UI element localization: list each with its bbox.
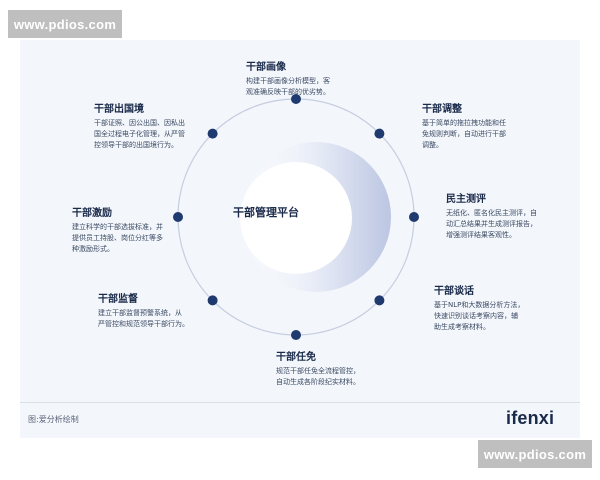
item-desc-line: 动汇总结果并生成测评报告， [446,220,537,228]
item-desc-line: 无纸化、匿名化民主测评，自 [446,209,537,217]
item-desc-line: 干部证照、因公出国、因私出 [94,119,185,127]
item-title: 民主测评 [446,194,486,205]
item-outbound: 干部出国境 干部证照、因公出国、因私出 国全过程电子化管理，从严管 控领导干部的… [94,100,220,151]
item-desc-line: 快速识别谈话考察内容，辅 [434,312,518,320]
brand-logo: ifenxi [506,408,555,428]
item-title: 干部出国境 [94,104,144,115]
diagram-card: 干部管理平台 干部画像 构建干部画像分析模型，客 观准确反映干部的优劣势。 干部… [20,40,580,438]
cycle-node [291,330,301,340]
cycle-node [291,94,301,104]
item-desc-line: 调整。 [422,141,443,149]
item-supervision: 干部监督 建立干部监督预警系统，从 严管控和规范领导干部行为。 [98,290,226,330]
cycle-node [374,295,385,306]
figure-caption: 图:爱分析绘制 [28,415,79,424]
footer-divider [20,402,580,403]
item-desc-line: 观准确反映干部的优劣势。 [246,88,330,96]
item-desc-line: 种激励形式。 [72,245,114,253]
item-desc-line: 国全过程电子化管理，从严管 [94,130,185,138]
center-title: 干部管理平台 [233,206,299,219]
item-desc-line: 构建干部画像分析模型，客 [246,77,330,85]
item-appointment: 干部任免 规范干部任免全流程管控， 自动生成各阶段纪实材料。 [276,348,406,388]
cycle-node [207,128,218,139]
item-desc-line: 严管控和规范领导干部行为。 [98,320,189,328]
cycle-node [207,295,218,306]
item-title: 干部激励 [72,208,112,219]
item-title: 干部谈话 [434,286,474,297]
item-incentive: 干部激励 建立科学的干部选拔标准，并 提供员工持股、岗位分红等多 种激励形式。 [72,204,198,255]
watermark-bottom: www.pdios.com [478,440,592,468]
item-talk: 干部谈话 基于NLP和大数据分析方法， 快速识别谈话考察内容，辅 助生成考察材料… [434,282,560,333]
item-desc-line: 免规则判断，自动进行干部 [422,130,506,138]
item-desc-line: 基于简单的拖拉拽功能和任 [422,119,506,127]
center-disk [240,162,352,274]
item-adjust: 干部调整 基于简单的拖拉拽功能和任 免规则判断，自动进行干部 调整。 [422,100,548,151]
item-title: 干部任免 [276,352,316,363]
item-desc-line: 基于NLP和大数据分析方法， [434,301,525,309]
cycle-node [409,212,419,222]
item-title: 干部监督 [98,294,138,305]
item-desc-line: 助生成考察材料。 [434,323,490,331]
item-desc-line: 建立干部监督预警系统，从 [98,309,182,317]
watermark-top: www.pdios.com [8,10,122,38]
item-title: 干部画像 [246,62,286,73]
item-title: 干部调整 [422,104,462,115]
item-desc-line: 控领导干部的出国境行为。 [94,141,178,149]
cycle-node [374,128,385,139]
item-profile: 干部画像 构建干部画像分析模型，客 观准确反映干部的优劣势。 [246,58,376,98]
cycle-node [173,212,183,222]
item-evaluation: 民主测评 无纸化、匿名化民主测评，自 动汇总结果并生成测评报告， 增强测评结果客… [446,190,578,241]
item-desc-line: 自动生成各阶段纪实材料。 [276,378,360,386]
item-desc-line: 规范干部任免全流程管控， [276,367,360,375]
item-desc-line: 提供员工持股、岗位分红等多 [72,234,163,242]
item-desc-line: 建立科学的干部选拔标准，并 [72,223,163,231]
item-desc-line: 增强测评结果客观性。 [446,231,516,239]
cycle-diagram [173,94,419,340]
